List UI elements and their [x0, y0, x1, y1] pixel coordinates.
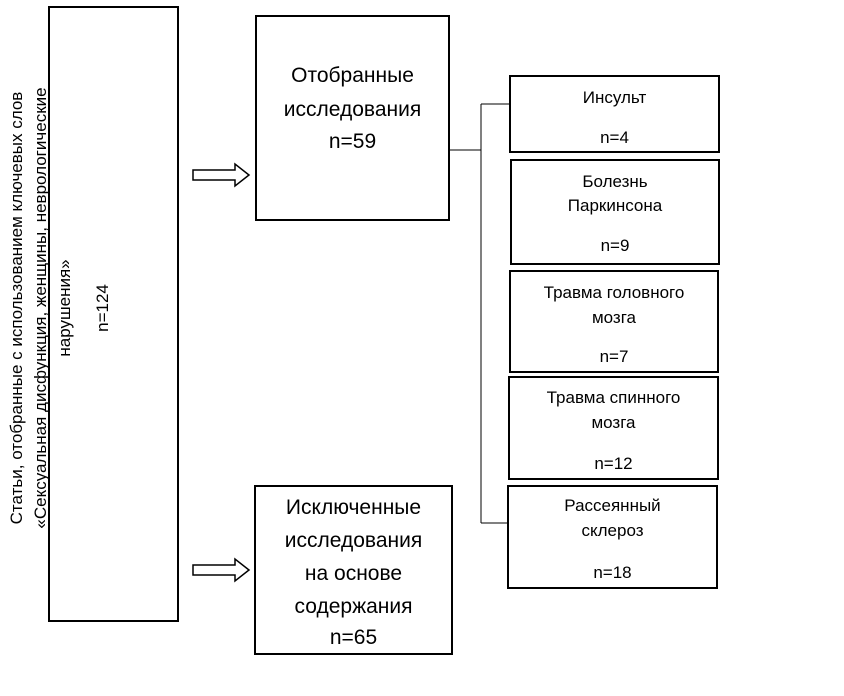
category-label: Болезнь [582, 172, 648, 191]
category-label: Травма спинного [546, 388, 681, 407]
excluded-studies-box: Исключенные исследования на основе содер… [254, 485, 453, 655]
category-label: Рассеянный [564, 496, 661, 515]
arrow-to-selected [192, 162, 251, 188]
source-line-1: Статьи, отобранные с использованием ключ… [7, 91, 26, 525]
source-articles-box [48, 6, 179, 622]
excluded-line-1: Исключенные [285, 496, 422, 519]
arrow-to-excluded [192, 557, 251, 583]
selected-line-1: Отобранные [291, 64, 414, 87]
category-label: Инсульт [582, 88, 647, 107]
category-count: n=9 [600, 236, 630, 255]
category-ms-box: Рассеянный склероз n=18 [507, 485, 718, 589]
category-spinal-injury-box: Травма спинного мозга n=12 [508, 376, 719, 480]
source-count: n=124 [93, 284, 112, 332]
category-label-2: мозга [591, 413, 636, 432]
category-label-2: склероз [581, 521, 644, 540]
selected-line-2: исследования [283, 98, 422, 121]
source-articles-text: Статьи, отобранные с использованием ключ… [5, 28, 125, 588]
source-line-2: «Сексуальная дисфункция, женщины, неврол… [31, 87, 50, 529]
excluded-line-4: содержания [294, 595, 413, 618]
selected-count: n=59 [328, 130, 377, 153]
category-label: Травма головного [543, 283, 685, 302]
excluded-count: n=65 [329, 626, 378, 649]
category-label-2: Паркинсона [567, 196, 663, 215]
category-label-2: мозга [591, 308, 637, 327]
selected-studies-box: Отобранные исследования n=59 [255, 15, 450, 221]
source-line-3: нарушения» [55, 259, 74, 357]
excluded-line-3: на основе [304, 562, 403, 585]
excluded-line-2: исследования [284, 529, 423, 552]
category-count: n=4 [600, 128, 629, 147]
category-count: n=12 [594, 454, 633, 473]
category-brain-injury-box: Травма головного мозга n=7 [509, 270, 719, 373]
category-count: n=18 [593, 563, 632, 582]
category-count: n=7 [599, 347, 629, 366]
category-stroke-box: Инсульт n=4 [509, 75, 720, 153]
category-parkinson-box: Болезнь Паркинсона n=9 [510, 159, 720, 265]
